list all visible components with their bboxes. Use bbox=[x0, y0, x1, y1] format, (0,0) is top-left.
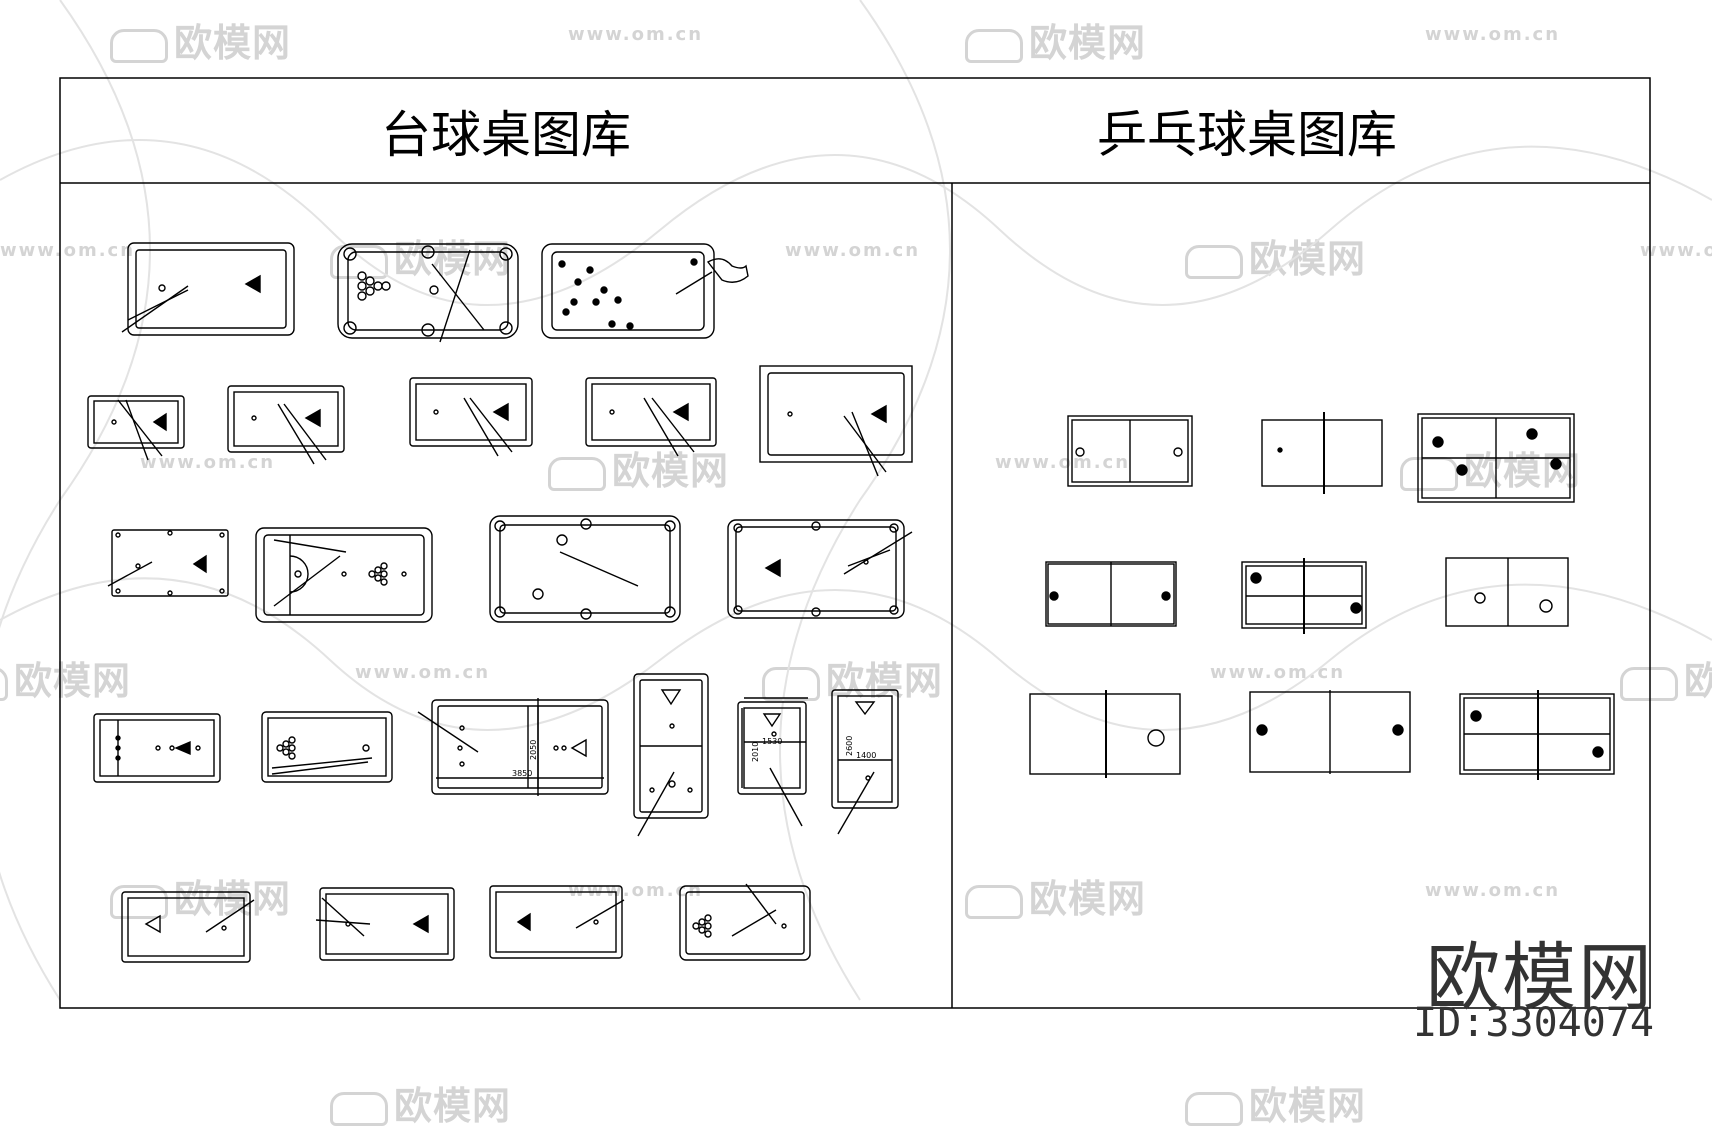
billiard-table: 1530 2010 bbox=[737, 697, 808, 827]
brand-id: ID:3304074 bbox=[1413, 1000, 1654, 1046]
pingpong-table bbox=[1067, 415, 1193, 487]
pingpong-title: 乒乓球桌图库 bbox=[1097, 106, 1397, 164]
billiard-table bbox=[107, 529, 229, 597]
billiard-table bbox=[121, 891, 255, 963]
billiard-table bbox=[255, 527, 433, 623]
billiard-table bbox=[87, 395, 185, 461]
billiard-table bbox=[93, 713, 221, 783]
billiard-table bbox=[727, 519, 913, 619]
dimension-label: 3850 bbox=[512, 769, 532, 778]
dimension-label: 2010 bbox=[751, 742, 760, 762]
billiard-table: 1400 2600 bbox=[831, 689, 899, 835]
billiard-table bbox=[337, 243, 519, 343]
pingpong-table bbox=[1241, 558, 1367, 634]
billiard-table: 3850 2050 bbox=[417, 698, 609, 796]
billiard-table bbox=[409, 377, 533, 457]
cad-drawing: 3850 2050 1530 2010 bbox=[0, 0, 1712, 1009]
billiard-table bbox=[121, 242, 295, 336]
dimension-label: 2050 bbox=[529, 740, 538, 760]
pingpong-table bbox=[1445, 557, 1569, 627]
billiard-table bbox=[585, 377, 717, 457]
pingpong-table bbox=[1261, 412, 1383, 494]
billiard-table bbox=[541, 243, 749, 339]
pingpong-table bbox=[1029, 690, 1181, 778]
billiard-table bbox=[489, 885, 625, 959]
pingpong-table bbox=[1249, 690, 1411, 774]
billiard-table bbox=[489, 515, 681, 623]
sheet-frame bbox=[59, 77, 1651, 1009]
pingpong-table bbox=[1045, 561, 1177, 627]
dimension-label: 1400 bbox=[856, 751, 876, 760]
pingpong-table bbox=[1459, 690, 1615, 780]
billiard-table bbox=[315, 887, 455, 961]
billiard-table bbox=[633, 673, 709, 837]
billiards-title: 台球桌图库 bbox=[381, 106, 631, 164]
brand-name: 欧模网 bbox=[1426, 935, 1654, 1021]
billiard-table bbox=[759, 365, 913, 477]
dimension-label: 2600 bbox=[845, 736, 854, 756]
billiard-table bbox=[227, 385, 345, 465]
billiard-table bbox=[679, 883, 811, 961]
pingpong-table bbox=[1417, 413, 1575, 503]
billiard-table bbox=[261, 711, 393, 783]
